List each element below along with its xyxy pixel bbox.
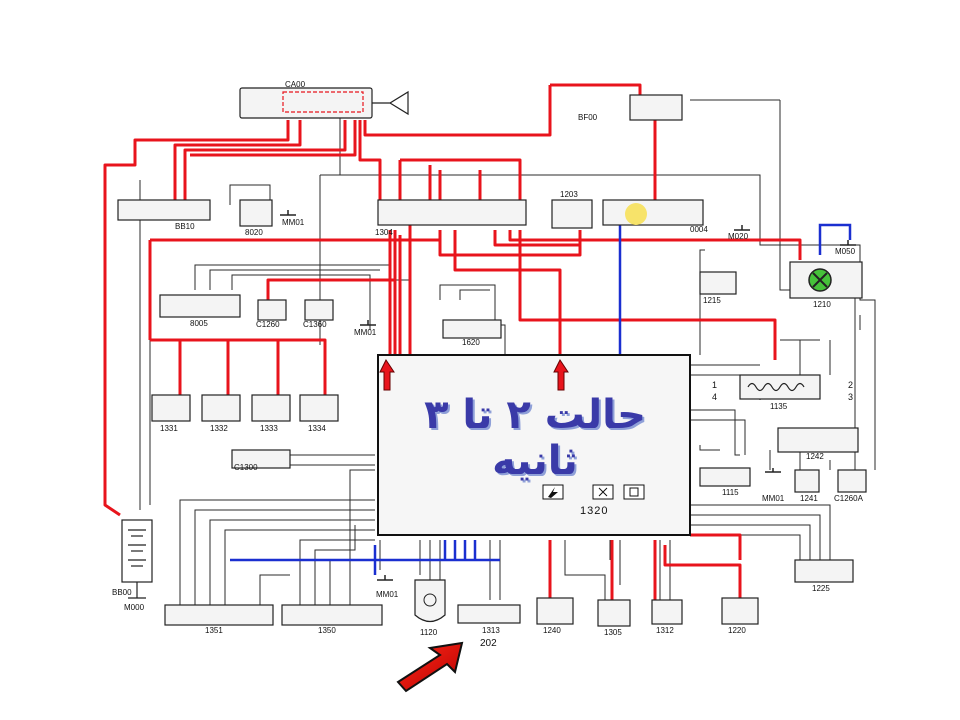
pointer-arrow-icon — [396, 641, 464, 693]
1240-label: 1240 — [543, 626, 561, 635]
1312-box — [651, 599, 683, 625]
1331-label: 1331 — [160, 424, 178, 433]
bb10-label: BB10 — [175, 222, 195, 231]
1220-box — [721, 597, 759, 625]
blue-wires — [230, 223, 852, 575]
bf00-box — [629, 94, 683, 121]
m000-label: M000 — [124, 603, 145, 612]
red-arrows — [379, 359, 569, 391]
1333-box — [251, 394, 291, 422]
battery-plates — [128, 529, 146, 599]
bb00-label: BB00 — [112, 588, 132, 597]
1115-box — [699, 467, 751, 487]
1305-label: 1305 — [604, 628, 622, 637]
1332-label: 1332 — [210, 424, 228, 433]
1210-label: 1210 — [813, 300, 831, 309]
1115-label: 1115 — [722, 488, 739, 497]
pin-4: 4 — [712, 392, 718, 402]
arrow-icon — [379, 359, 395, 391]
mm01-top-label: MM01 — [282, 218, 305, 227]
1313-label: 1313 — [482, 626, 500, 635]
1225-label: 1225 — [812, 584, 830, 593]
c1260-box — [257, 299, 287, 321]
m050-label: M050 — [835, 247, 856, 256]
pin-2: 2 — [848, 380, 854, 390]
1304-box — [377, 199, 527, 226]
ecu-icons — [542, 484, 645, 500]
relay-icon — [623, 484, 645, 500]
pin-1: 1 — [712, 380, 718, 390]
c1300-box — [231, 449, 291, 469]
1620-box — [442, 319, 502, 339]
ca00-label: CA00 — [285, 80, 306, 89]
0004-box — [602, 199, 704, 226]
0004-label: 0004 — [690, 225, 708, 234]
1203-box — [551, 199, 593, 229]
ecu-label: 1320 — [580, 505, 609, 517]
bf00-label: BF00 — [578, 113, 598, 122]
1240-box — [536, 597, 574, 625]
ecu-1320 — [377, 354, 691, 536]
8020-label: 8020 — [245, 228, 263, 237]
1242-box — [777, 427, 859, 453]
highlight-dot — [625, 203, 647, 225]
1313-box — [457, 604, 521, 624]
8020-box — [239, 199, 273, 227]
c1360-box — [304, 299, 334, 321]
1241-label: 1241 — [800, 494, 818, 503]
pin-3: 3 — [848, 392, 854, 402]
8005-box — [159, 294, 241, 318]
c1260-label: C1260 — [256, 320, 280, 329]
1312-label: 1312 — [656, 626, 674, 635]
arrow-icon — [553, 359, 569, 391]
power-wires — [103, 83, 802, 600]
1203-label: 1203 — [560, 190, 578, 199]
components — [117, 87, 867, 627]
horn-icon — [372, 90, 409, 116]
1215-label: 1215 — [703, 296, 721, 305]
ground-symbols — [280, 210, 856, 581]
1620-label: 1620 — [462, 338, 480, 347]
1225-box — [794, 559, 854, 583]
1334-label: 1334 — [308, 424, 326, 433]
1350-box — [281, 604, 383, 626]
mm01-low-label: MM01 — [376, 590, 399, 599]
1332-box — [201, 394, 241, 422]
1120-sensor — [414, 579, 446, 623]
1242-label: 1242 — [806, 452, 824, 461]
1334-box — [299, 394, 339, 422]
8005-label: 8005 — [190, 319, 208, 328]
1241-box — [794, 469, 820, 493]
1351-box — [164, 604, 274, 626]
1331-box — [151, 394, 191, 422]
1304-label: 1304 — [375, 228, 393, 237]
1220-label: 1220 — [728, 626, 746, 635]
mm01-right-label: MM01 — [762, 494, 785, 503]
c1260a-box — [837, 469, 867, 493]
1135-label: 1135 — [770, 402, 788, 411]
c1300-label: C1300 — [234, 463, 258, 472]
1350-label: 1350 — [318, 626, 336, 635]
1215-box — [699, 271, 737, 295]
202-label: 202 — [480, 638, 497, 649]
1305-box — [597, 599, 631, 627]
mode-caption: حالت ۲ تا ۳ ثانیه — [424, 392, 646, 484]
c1360-label: C1360 — [303, 320, 327, 329]
mm01-mid-label: MM01 — [354, 328, 377, 337]
m020-label: M020 — [728, 232, 749, 241]
bb10-box — [117, 199, 211, 221]
1120-label: 1120 — [420, 628, 438, 637]
1351-label: 1351 — [205, 626, 223, 635]
coil-icon — [747, 382, 805, 392]
c1260a-label: C1260A — [834, 494, 863, 503]
1333-label: 1333 — [260, 424, 278, 433]
